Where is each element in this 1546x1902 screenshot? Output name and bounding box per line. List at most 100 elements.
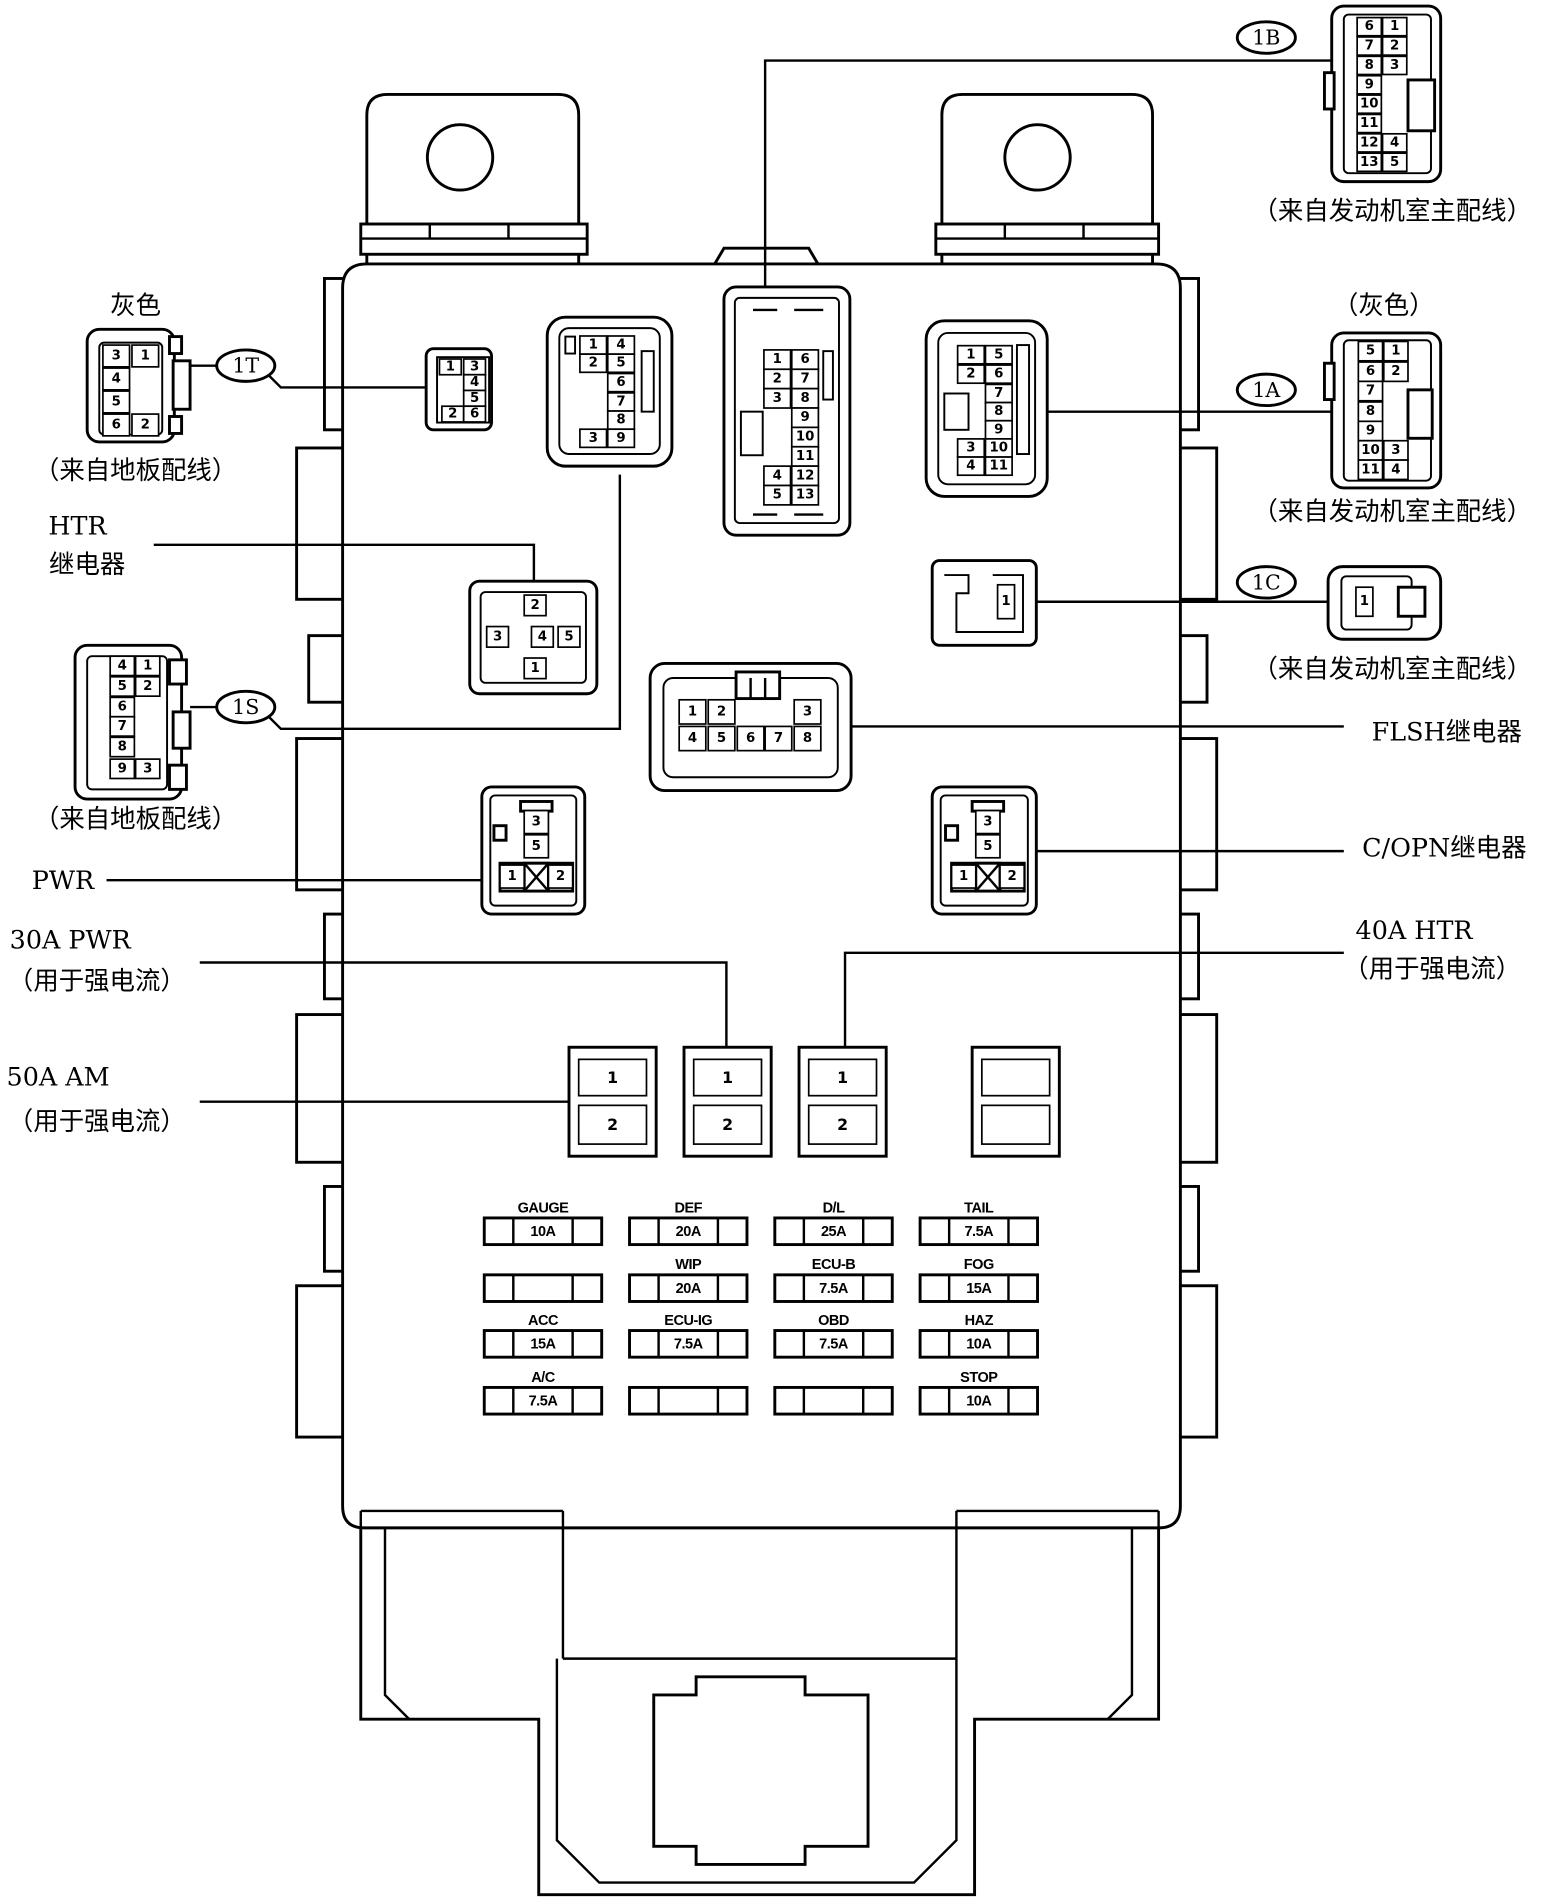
pin-cell [606, 428, 636, 449]
pin-cell [134, 758, 161, 780]
pin-number: 9 [1366, 424, 1375, 439]
pin-cell [1355, 586, 1374, 618]
pin-cell [109, 715, 136, 737]
pin-cell [707, 698, 736, 725]
pin-cell [996, 583, 1016, 620]
pin-number: 1 [966, 347, 975, 362]
pin-cell [793, 698, 822, 725]
pin-number: 4 [773, 468, 782, 483]
pin-cell [131, 344, 160, 368]
pin-number: 1 [589, 338, 598, 353]
pin-number: 8 [803, 731, 812, 746]
pin-number: 6 [118, 700, 127, 715]
pin-number: 3 [470, 359, 479, 374]
pin-cell [1356, 94, 1383, 115]
pin-number: 5 [118, 679, 127, 694]
mounting-tab-right [934, 93, 1161, 279]
pin-cell [1381, 16, 1408, 37]
fuse-slot: ECU-IG7.5A [628, 1313, 749, 1359]
pin-cell [1356, 55, 1383, 76]
mounting-hole [425, 123, 495, 192]
pin-cell [523, 657, 547, 680]
pin-number: 2 [448, 407, 457, 422]
connector-1c-plug-pins: 1 [1355, 586, 1374, 618]
pin-cell [462, 405, 487, 423]
fuse-rating: 20A [676, 1224, 702, 1240]
pin-number: 10 [796, 430, 815, 445]
pin-number: 5 [470, 391, 479, 406]
pin-number: 2 [1390, 39, 1399, 54]
pin-number: 4 [112, 371, 121, 386]
pin-number: 6 [112, 417, 121, 432]
source-label-engine-room-wiring: （来自发动机室主配线） [1253, 653, 1532, 683]
connector-1t-tag: 1T [190, 348, 427, 389]
pin-cell [1356, 113, 1383, 134]
pin-cell [102, 367, 131, 391]
fuse-rating: 10A [966, 1336, 992, 1352]
fuse-name: TAIL [964, 1200, 994, 1216]
large-fuse-holder: 12 [682, 1045, 773, 1158]
source-label-floor-wiring: （来自地板配线） [34, 455, 237, 485]
pin-number: 8 [118, 740, 127, 755]
pin-cell [763, 484, 792, 506]
pin-number: 4 [966, 459, 975, 474]
pin-cell [984, 344, 1013, 365]
pin-cell [523, 594, 547, 617]
pin-cell [1356, 16, 1383, 37]
pin-number: 4 [118, 658, 127, 673]
connector-id-1t: 1T [232, 354, 259, 378]
pin-number: 2 [717, 704, 726, 719]
pin-cell [1356, 132, 1383, 153]
pin-number: 1 [959, 869, 968, 884]
fuse-40a-htr-leader [843, 951, 1344, 1048]
pin-cell [763, 387, 792, 409]
pin-number: 7 [994, 386, 1003, 401]
pin-number: 5 [532, 839, 541, 854]
pin-number: 1 [530, 661, 539, 676]
pin-number: 4 [1391, 462, 1400, 477]
connector-id-1a: 1A [1252, 378, 1281, 402]
pin-number: 1 [1391, 344, 1400, 359]
pin-cell [547, 864, 574, 889]
source-label-engine-room-wiring: （来自发动机室主配线） [1253, 496, 1532, 526]
pin-cell [999, 864, 1026, 889]
pin-number: 2 [1391, 364, 1400, 379]
pin-number: 6 [1365, 19, 1374, 34]
pin-number: 2 [556, 869, 565, 884]
bottom-connector-port [652, 1675, 870, 1866]
pin-cell [678, 698, 707, 725]
pin-number: 10 [990, 440, 1009, 455]
pin-number: 9 [616, 431, 625, 446]
pin-cell [606, 353, 636, 374]
pin-number: 5 [983, 839, 992, 854]
pin-number: 1 [1360, 594, 1369, 609]
fuse-slot [773, 1385, 894, 1416]
pin-cell [134, 655, 161, 677]
pin-cell [523, 833, 550, 859]
fuse-name: DEF [674, 1200, 702, 1216]
connector-id-1s: 1S [232, 695, 259, 719]
color-label-gray: （灰色） [1333, 290, 1435, 320]
pin-number: 4 [688, 731, 697, 746]
fuse-name: ECU-IG [664, 1313, 712, 1329]
fuse-rating: 20A [676, 1281, 702, 1297]
fuse-rating: 7.5A [819, 1281, 849, 1297]
pin-number: 5 [1390, 155, 1399, 170]
pin-number: 12 [1360, 135, 1379, 150]
htr-relay-label-suffix: 继电器 [49, 549, 125, 579]
fuse-slot: A/C7.5A [482, 1370, 604, 1416]
fuse-panel: GAUGE10ADEF20AD/L25ATAIL7.5AWIP20AECU-B7… [482, 1200, 1039, 1416]
pin-number: 6 [746, 731, 755, 746]
mounting-hole [1003, 123, 1072, 192]
pin-number: 13 [796, 488, 815, 503]
pin-number: 7 [616, 394, 625, 409]
pin-cell [974, 833, 1001, 859]
fuse-rating: 10A [966, 1393, 992, 1409]
fuse-40a-htr-note: （用于强电流） [1343, 954, 1521, 984]
pin-number: 1 [1001, 594, 1010, 609]
